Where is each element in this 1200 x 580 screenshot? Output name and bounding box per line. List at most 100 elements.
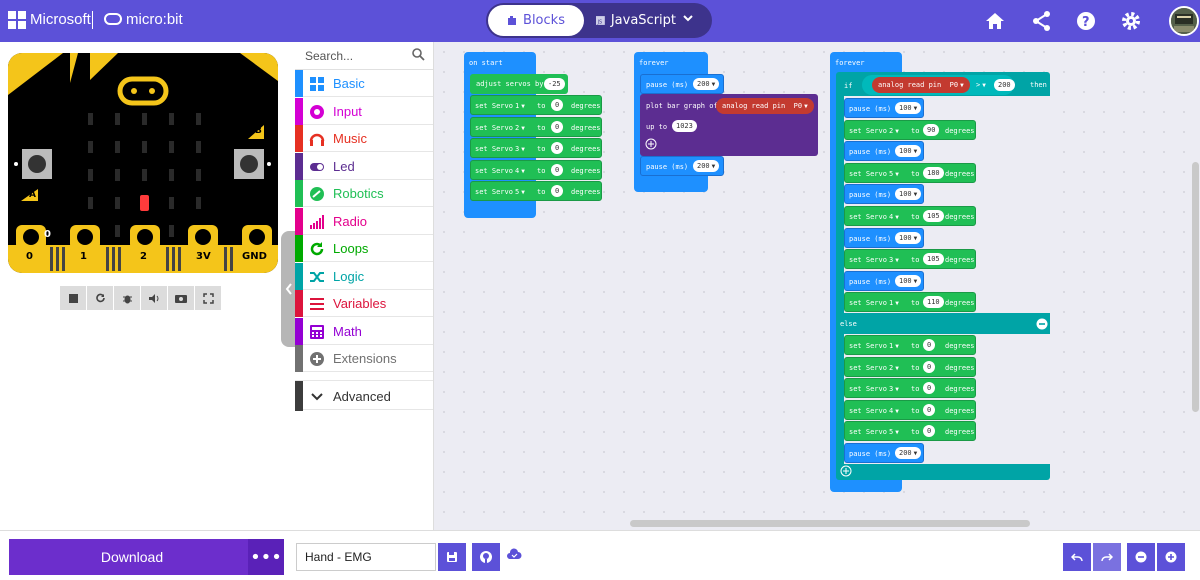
microbit-board[interactable]: 0 1 2 3V GND 0 A B [8, 53, 278, 273]
pause-block[interactable]: pause (ms)100▼ [844, 98, 924, 118]
pause-value[interactable]: 200▼ [895, 447, 922, 459]
servo-dropdown[interactable]: 1▼ [889, 342, 899, 350]
pause-value[interactable]: 200▼ [693, 78, 720, 90]
undo-button[interactable] [1063, 543, 1091, 571]
comparison-block[interactable]: analog read pin P0▼ >▼ 200 [862, 75, 1015, 95]
tab-javascript[interactable]: JS JavaScript [596, 5, 676, 36]
servo-value[interactable]: 0 [923, 425, 936, 438]
collapse-simulator-button[interactable] [281, 231, 296, 347]
pause-block[interactable]: pause (ms)100▼ [844, 227, 924, 248]
servo-dropdown[interactable]: 2▼ [889, 126, 899, 135]
adjust-servos-block[interactable]: adjust servos by -25 [470, 74, 568, 94]
fullscreen-icon[interactable] [195, 286, 221, 310]
servo-value[interactable]: 0 [551, 142, 564, 154]
servo-value[interactable]: 180 [923, 166, 944, 179]
servo-value[interactable]: 105 [923, 253, 944, 266]
help-icon[interactable]: ? [1075, 10, 1097, 32]
servo-dropdown[interactable]: 5▼ [889, 428, 899, 437]
category-extensions[interactable]: Extensions [295, 345, 433, 372]
horizontal-scrollbar[interactable] [630, 520, 1030, 527]
pause-value[interactable]: 100▼ [895, 188, 922, 201]
up-to-value[interactable]: 1023 [672, 120, 697, 132]
servo-value[interactable]: 0 [551, 163, 564, 176]
restart-icon[interactable] [87, 286, 113, 310]
servo-value[interactable]: 0 [923, 403, 936, 416]
avatar[interactable] [1169, 6, 1199, 36]
servo-value[interactable]: 0 [923, 339, 936, 351]
pause-value[interactable]: 100▼ [895, 102, 922, 114]
pause-value[interactable]: 100▼ [895, 145, 922, 158]
plot-bar-graph-block[interactable]: plot bar graph of analog read pin P0▼ up… [640, 94, 818, 156]
pause-value[interactable]: 200▼ [693, 160, 720, 172]
search-input[interactable]: Search... [305, 49, 354, 63]
debug-icon[interactable] [114, 286, 140, 310]
category-radio[interactable]: Radio [295, 207, 433, 235]
pause-block[interactable]: pause (ms) 200▼ [640, 156, 724, 176]
category-robotics[interactable]: Robotics [295, 180, 433, 207]
servo-dropdown[interactable]: 2▼ [889, 363, 899, 372]
category-logic[interactable]: Logic [295, 262, 433, 290]
servo-dropdown[interactable]: 5▼ [515, 188, 525, 196]
servo-value[interactable]: 0 [551, 120, 564, 133]
category-led[interactable]: Led [295, 152, 433, 180]
pause-block[interactable]: pause (ms)100▼ [844, 141, 924, 162]
download-button[interactable]: Download [9, 539, 255, 575]
category-basic[interactable]: Basic [295, 70, 433, 97]
pause-block[interactable]: pause (ms)100▼ [844, 184, 924, 205]
remove-icon[interactable] [1036, 318, 1048, 330]
servo-value[interactable]: 110 [923, 296, 944, 309]
vertical-scrollbar[interactable] [1192, 162, 1199, 412]
home-icon[interactable] [984, 10, 1006, 32]
pause-block[interactable]: pause (ms)200▼ [844, 443, 924, 463]
category-loops[interactable]: Loops [295, 235, 433, 262]
servo-value[interactable]: 0 [923, 382, 936, 395]
category-math[interactable]: Math [295, 317, 433, 345]
operator-dropdown[interactable]: >▼ [976, 81, 986, 89]
servo-dropdown[interactable]: 5▼ [889, 169, 899, 178]
pause-value[interactable]: 100▼ [895, 274, 922, 287]
add-icon[interactable] [645, 138, 657, 150]
adjust-value[interactable]: -25 [544, 78, 565, 90]
category-variables[interactable]: Variables [295, 290, 433, 317]
category-advanced[interactable]: Advanced [295, 380, 433, 411]
pause-block[interactable]: pause (ms) 200▼ [640, 74, 724, 94]
category-music[interactable]: Music [295, 125, 433, 152]
pause-block[interactable]: pause (ms)100▼ [844, 270, 924, 291]
servo-dropdown[interactable]: 3▼ [889, 256, 899, 265]
add-icon[interactable] [840, 465, 852, 477]
toolbox-search[interactable]: Search... [295, 42, 433, 70]
analog-read-pin[interactable]: analog read pin P0▼ [872, 77, 970, 93]
microbit-brand[interactable]: micro:bit [126, 11, 183, 28]
servo-value[interactable]: 105 [923, 210, 944, 222]
servo-dropdown[interactable]: 1▼ [889, 299, 899, 308]
redo-button[interactable] [1093, 543, 1121, 571]
servo-value[interactable]: 0 [551, 185, 564, 197]
share-icon[interactable] [1031, 10, 1053, 32]
threshold-value[interactable]: 200 [994, 79, 1015, 91]
save-button[interactable] [438, 543, 466, 571]
stop-icon[interactable] [60, 286, 86, 310]
gear-icon[interactable] [1120, 10, 1142, 32]
pause-value[interactable]: 100▼ [895, 231, 922, 244]
zoom-in-button[interactable] [1157, 543, 1185, 571]
servo-dropdown[interactable]: 3▼ [889, 385, 899, 394]
zoom-out-button[interactable] [1127, 543, 1155, 571]
chevron-down-icon[interactable] [682, 12, 694, 28]
servo-value[interactable]: 0 [923, 360, 936, 373]
servo-value[interactable]: 90 [923, 123, 940, 136]
project-name-input[interactable]: Hand - EMG [296, 543, 436, 571]
